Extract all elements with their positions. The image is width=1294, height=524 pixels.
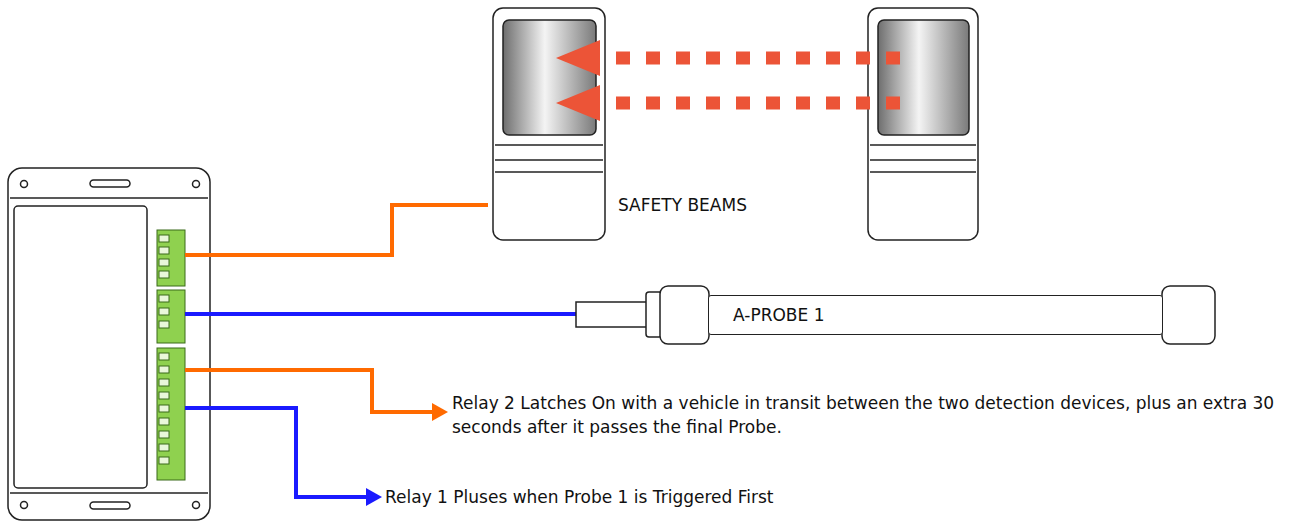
controller-housing	[8, 168, 210, 520]
relay2-arrowhead	[432, 403, 448, 421]
relay2-wire	[185, 370, 434, 412]
probe-wire	[185, 312, 576, 316]
relay-note: Relay 1 Pluses when Probe 1 is Triggered…	[385, 485, 1285, 509]
probe-tube: A-PROBE 1	[708, 295, 1163, 335]
probe-body	[576, 286, 1215, 344]
node-label: A-PROBE 1	[709, 304, 836, 326]
relay-note: Relay 2 Latches On with a vehicle in tra…	[452, 391, 1290, 439]
beam-rays	[556, 40, 900, 121]
relay1-arrowhead	[366, 488, 382, 506]
device-name: SAFETY BEAMS	[618, 193, 858, 217]
relay1-wire	[185, 408, 368, 497]
beam-wire	[185, 205, 488, 255]
safety-beam-units	[493, 8, 978, 240]
terminal-blocks	[157, 230, 185, 480]
